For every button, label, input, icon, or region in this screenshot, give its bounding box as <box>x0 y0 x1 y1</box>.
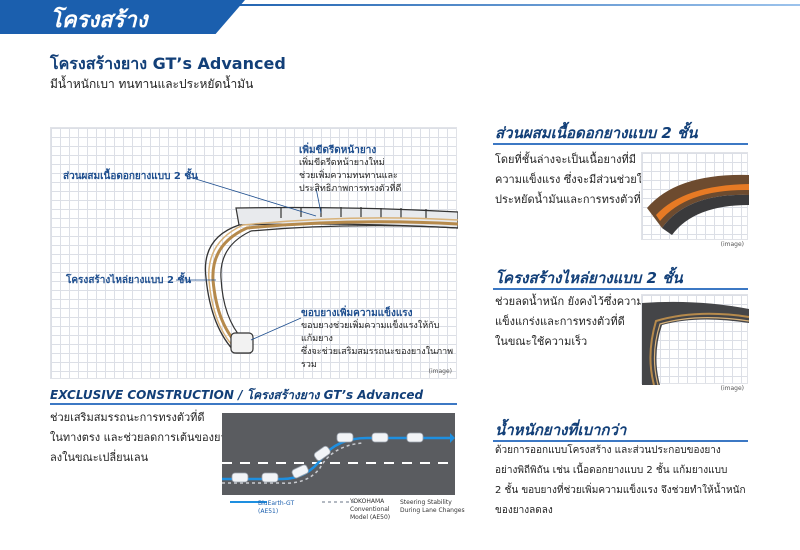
header-banner: โครงสร้าง <box>0 0 800 34</box>
shoulder-line: แข็งแกร่งและการทรงตัวที่ดี <box>495 315 625 328</box>
callout-bead-line: ขอบยางช่วยเพิ่มความแข็งแรงให้กับแก้มยาง <box>301 321 440 344</box>
callout-tread-line: เพิ่มขีดรีดหน้ายางใหม่ <box>299 158 385 168</box>
compound-orange-band <box>656 184 749 221</box>
compound-line: ความแข็งแรง ซึ่งจะมีส่วนช่วยให้ <box>495 173 650 186</box>
tire-cross-section-diagram: เพิ่มขีดรีดหน้ายาง เพิ่มขีดรีดหน้ายางใหม… <box>50 127 458 379</box>
casing-ply <box>211 220 458 350</box>
legend-conv-label3: Model (AE50) <box>350 514 391 521</box>
shoulder-ply-svg <box>642 301 749 385</box>
exclusive-line: ลงในขณะเปลี่ยนเลน <box>50 451 149 464</box>
leader-bead <box>250 317 302 341</box>
intro-subtitle: มีน้ำหนักเบา ทนทานและประหยัดน้ำมัน <box>50 77 254 91</box>
shoulder-ply-1 <box>649 312 749 385</box>
weight-line: อย่างพิถีพิถัน เช่น เนื้อดอกยางแบบ 2 ชั้… <box>495 465 728 476</box>
tire-cross-section-svg <box>176 175 458 354</box>
compound-heading: ส่วนผสมเนื้อดอกยางแบบ 2 ชั้น <box>495 124 698 142</box>
exclusive-line: ในทางตรง และช่วยลดการเต้นของยาง <box>50 431 232 444</box>
compound-line: โดยที่ชั้นล่างจะเป็นเนื้อยางที่มี <box>495 153 637 166</box>
shoulder-text: ช่วยลดน้ำหนัก ยังคงไว้ซึ่งความ แข็งแกร่ง… <box>495 292 644 352</box>
car-marker <box>231 472 249 483</box>
page-title: โครงสร้าง <box>50 8 148 33</box>
car-marker <box>291 464 309 479</box>
callout-bead-line: ซึ่งจะช่วยเสริมสมรรถนะของยางในภาพรวม <box>301 347 454 370</box>
legend-conv-label2: Conventional <box>350 506 390 513</box>
blue-trajectory <box>222 436 450 481</box>
weight-line: ด้วยการออกแบบโครงสร้าง และส่วนประกอบของย… <box>495 445 721 456</box>
legend-lines-svg <box>230 501 357 503</box>
sidewall-inner <box>220 225 458 341</box>
exclusive-line: ช่วยเสริมสมรรถนะการทรงตัวที่ดี <box>50 411 205 424</box>
legend-conv-label: YOKOHAMA <box>350 498 385 505</box>
casing-ply-2 <box>208 217 458 351</box>
callout-bead-title: ขอบยางเพิ่มความแข็งแรง <box>301 308 413 319</box>
lane-change-illustration <box>222 413 455 495</box>
image-note: (image) <box>428 368 452 375</box>
shoulder-image: (image) <box>641 294 749 392</box>
weight-line: 2 ชั้น ขอบยางที่ช่วยเพิ่มความแข็งแรง จึง… <box>495 485 746 496</box>
shoulder-outer <box>642 301 749 385</box>
weight-line: ของยางลดลง <box>495 505 553 516</box>
weight-text: ด้วยการออกแบบโครงสร้าง และส่วนประกอบของย… <box>495 441 746 521</box>
legend-blue-code: (AE51) <box>258 508 279 515</box>
callout-casing-title: โครงสร้างไหล่ยางแบบ 2 ชั้น <box>66 275 192 286</box>
callout-tread-text: เพิ่มขีดรีดหน้ายางใหม่ ช่วยเพิ่มความทนทา… <box>299 157 401 196</box>
shoulder-image-note: (image) <box>720 385 744 392</box>
leader-compound <box>185 175 317 217</box>
car-markers <box>231 432 424 483</box>
legend-conventional: YOKOHAMA Conventional Model (AE50) <box>350 498 390 522</box>
banner-rule <box>200 4 800 6</box>
compound-layers-svg <box>647 174 749 235</box>
callout-bead-text: ขอบยางช่วยเพิ่มความแข็งแรงให้กับแก้มยาง … <box>301 320 456 372</box>
callout-tread-title: เพิ่มขีดรีดหน้ายาง <box>299 145 377 156</box>
exclusive-text: ช่วยเสริมสมรรถนะการทรงตัวที่ดี ในทางตรง … <box>50 408 232 468</box>
legend-stability: Steering Stability During Lane Changes <box>400 499 465 515</box>
car-marker <box>371 432 389 443</box>
compound-text: โดยที่ชั้นล่างจะเป็นเนื้อยางที่มี ความแข… <box>495 150 649 210</box>
compound-image: (image) <box>641 152 749 248</box>
exclusive-heading: EXCLUSIVE CONSTRUCTION / โครงสร้างยาง GT… <box>50 388 424 402</box>
shoulder-ply-2 <box>653 317 749 385</box>
shoulder-line: ในขณะใช้ความเร็ว <box>495 335 588 348</box>
compound-rule <box>493 143 748 145</box>
car-marker <box>406 432 424 443</box>
car-marker <box>336 432 354 443</box>
legend-stability-1: Steering Stability <box>400 499 452 506</box>
shoulder-heading: โครงสร้างไหล่ยางแบบ 2 ชั้น <box>495 269 683 287</box>
exclusive-rule <box>50 403 457 405</box>
compound-image-note: (image) <box>720 241 744 248</box>
shoulder-line: ช่วยลดน้ำหนัก ยังคงไว้ซึ่งความ <box>495 295 644 308</box>
shoulder-rule <box>493 288 748 290</box>
bead-block <box>230 332 254 354</box>
legend-blue-label: BluEarth-GT <box>258 500 295 507</box>
weight-heading: น้ำหนักยางที่เบากว่า <box>495 421 627 439</box>
car-marker <box>261 472 279 483</box>
compound-line: ประหยัดน้ำมันและการทรงตัวที่ดี <box>495 193 648 206</box>
lane-change-svg <box>222 432 455 484</box>
legend-stability-2: During Lane Changes <box>400 507 465 514</box>
callout-tread-line: ประสิทธิภาพการทรงตัวที่ดี <box>299 184 402 194</box>
callout-compound-title: ส่วนผสมเนื้อดอกยางแบบ 2 ชั้น <box>63 171 198 182</box>
intro-heading: โครงสร้างยาง GT’s Advanced <box>50 54 286 73</box>
weight-rule <box>493 440 748 442</box>
trajectory-arrow <box>450 433 455 443</box>
sidewall-outer <box>204 224 251 354</box>
car-marker <box>313 445 331 461</box>
compound-bottom-layer <box>662 194 749 235</box>
banner-fill <box>0 0 245 34</box>
conventional-trajectory <box>222 442 363 484</box>
leader-tread <box>315 187 322 214</box>
callout-tread-line: ช่วยเพิ่มความทนทานและ <box>299 171 398 181</box>
legend-blue: BluEarth-GT (AE51) <box>258 500 294 516</box>
